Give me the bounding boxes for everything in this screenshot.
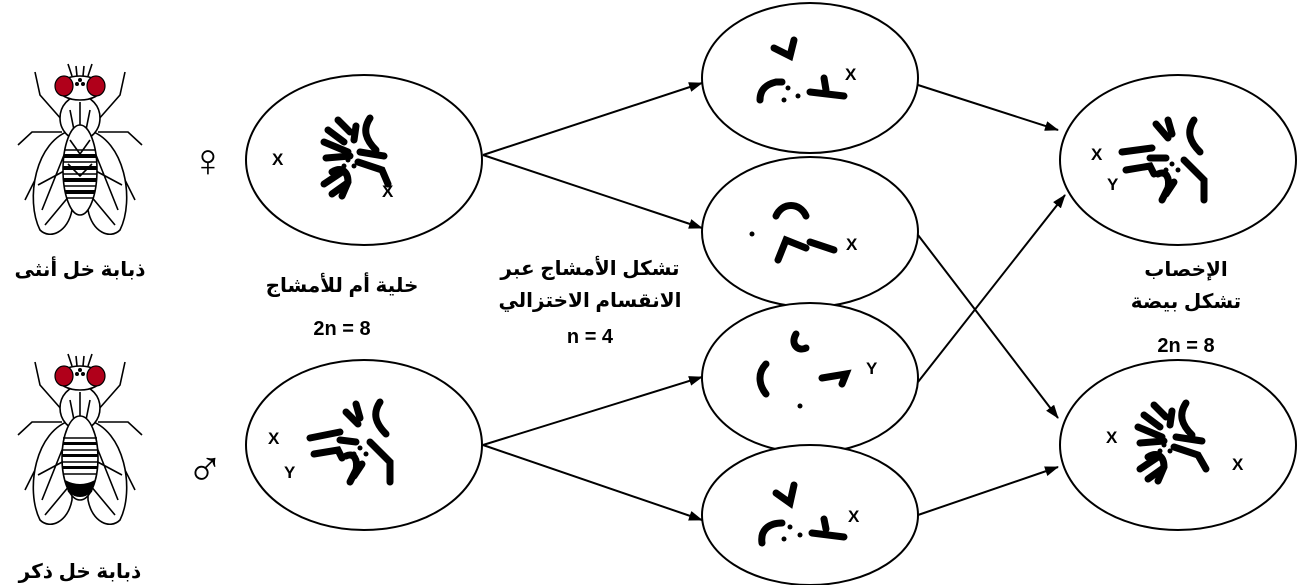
male-fly-label: ذبابة خل ذكر — [18, 561, 142, 583]
fertilization-label-1: الإخصاب — [1144, 259, 1227, 281]
zygote2-x2-label: X — [1232, 455, 1244, 474]
male-cell-y-label: Y — [284, 463, 296, 482]
zygote1-y-label: Y — [1107, 175, 1119, 194]
male-fly-illustration — [17, 353, 143, 526]
female-fly-label: ذبابة خل أنثى — [14, 255, 145, 281]
gamete-formation-label-1: تشكل الأمشاج عبر — [499, 255, 679, 280]
zygote2-x1-label: X — [1106, 428, 1118, 447]
gamete1-x-label: X — [845, 65, 857, 84]
fertilization-formula: 2n = 8 — [1157, 335, 1214, 357]
gamete-formula: n = 4 — [567, 326, 614, 348]
gamete-formation-label-2: الانقسام الاختزالي — [498, 290, 681, 313]
arrow-gamete4-to-zygote2 — [917, 466, 1059, 516]
male-cell-x-label: X — [268, 429, 280, 448]
gamete4-x-label: X — [848, 507, 860, 526]
female-cell-x1-label: X — [272, 150, 284, 169]
gamete3-y-label: Y — [866, 359, 878, 378]
mother-cell-label: خلية أم للأمشاج — [266, 271, 419, 297]
mother-cell-formula: 2n = 8 — [313, 318, 370, 340]
gamete-cell-1: X — [701, 2, 919, 154]
zygote-cell-1: X Y — [1059, 74, 1297, 246]
zygote1-x-label: X — [1091, 145, 1103, 164]
zygote-cell-2: X X — [1059, 359, 1297, 531]
fertilization-label-2: تشكل بيضة — [1131, 291, 1241, 313]
male-symbol: ♂ — [186, 439, 224, 495]
arrow-male-to-gamete4 — [482, 444, 703, 521]
arrow-female-to-gamete1 — [482, 82, 703, 156]
arrow-gamete1-to-zygote1 — [917, 84, 1059, 131]
female-mother-cell: X X — [245, 74, 483, 246]
gamete-cell-2: X — [701, 156, 919, 308]
gamete-cell-4: X — [701, 444, 919, 585]
arrow-gamete3-to-zygote1 — [917, 194, 1066, 383]
gamete2-x-label: X — [846, 235, 858, 254]
arrow-male-to-gamete3 — [482, 376, 703, 446]
arrow-female-to-gamete2 — [482, 154, 703, 229]
male-mother-cell: X Y — [245, 359, 483, 531]
female-fly-illustration — [17, 63, 143, 236]
gamete-cell-3: Y — [701, 302, 919, 454]
arrow-gamete2-to-zygote2 — [917, 234, 1059, 419]
female-cell-x2-label: X — [382, 182, 394, 201]
arrows — [482, 82, 1066, 521]
female-symbol: ♀ — [191, 134, 226, 186]
